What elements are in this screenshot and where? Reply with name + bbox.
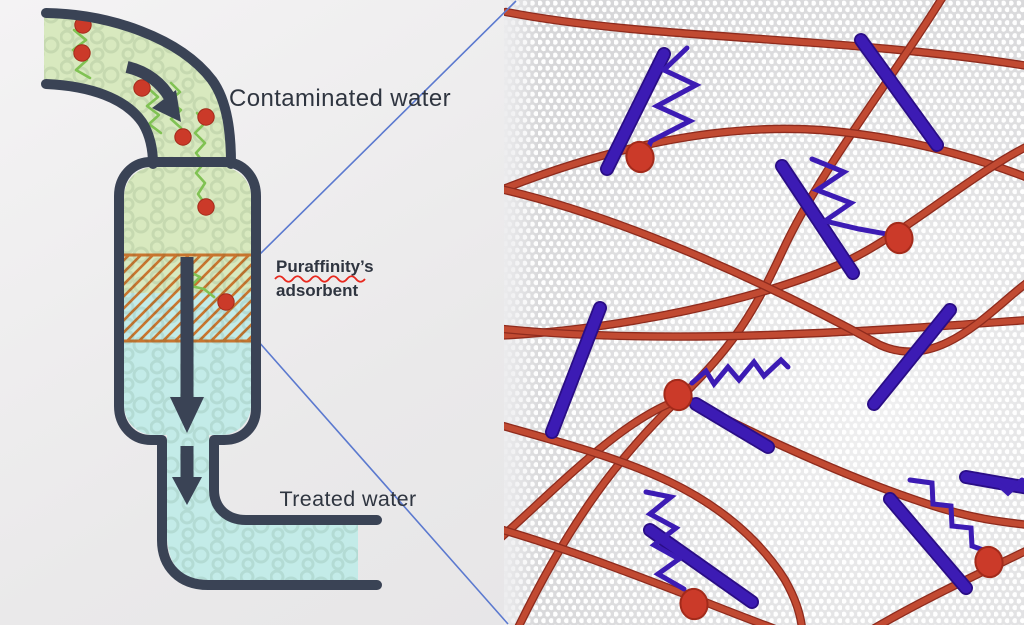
outlet-flow-arrow-head: [172, 477, 202, 505]
polymer-fiber: [874, 548, 1024, 625]
contaminant-dot: [73, 44, 91, 62]
contaminated-water-label: Contaminated water: [229, 85, 451, 112]
adsorbent-rod: [960, 471, 1024, 493]
functional-group-zigzag: [907, 477, 989, 554]
treated-water-label: Treated water: [279, 487, 416, 511]
inlet-flow-arrow-head: [152, 90, 181, 122]
adsorbent-rod: [546, 302, 606, 438]
polymer-fiber: [516, 0, 945, 625]
spellcheck-underline: [274, 275, 366, 283]
adsorbent-rod: [601, 48, 670, 175]
functional-group-zigzag: [809, 156, 895, 238]
adsorbent-rod-layer: [545, 33, 1024, 609]
adsorbent-rod: [868, 304, 956, 410]
captured-contaminant-particle: [974, 545, 1004, 579]
polymer-fiber: [504, 186, 1024, 355]
captured-contaminant-particle: [625, 140, 655, 174]
contaminant-dot: [197, 108, 215, 126]
contaminant-dot: [174, 128, 192, 146]
functional-group-zigzag: [994, 477, 1024, 497]
zoom-connector-bottom: [257, 340, 509, 625]
inlet-pipe-outline-outer: [41, 8, 236, 169]
zoom-connector-top: [257, 0, 517, 257]
adsorbent-rod: [855, 34, 943, 151]
inlet-flow-arrow-shaft: [125, 61, 176, 102]
polymer-fiber: [504, 423, 805, 625]
contaminant-dot: [133, 79, 151, 97]
contaminant-dot-layer: [73, 16, 235, 311]
captured-contaminant-particle: [663, 378, 693, 412]
adsorbent-label-line2: adsorbent: [276, 281, 359, 300]
functional-group-zigzag: [689, 356, 791, 389]
adsorbent-rod: [776, 160, 859, 279]
functional-group-layer: [643, 45, 1024, 592]
panel-highlight: [504, 0, 1024, 625]
captured-contaminant-particle: [884, 221, 914, 255]
polymer-fiber-layer: [504, 0, 1024, 625]
captured-contaminant-layer: [625, 140, 1004, 621]
molecular-zoom-panel: [504, 0, 1024, 625]
polymer-fiber: [504, 125, 1024, 192]
inlet-pipe-outline-inner: [41, 79, 158, 169]
contaminant-dot: [197, 198, 215, 216]
contaminant-dot: [217, 293, 235, 311]
captured-contaminant-particle: [679, 587, 709, 621]
adsorbent-rod: [884, 493, 972, 594]
adsorbent-rod: [690, 398, 774, 453]
functional-group-zigzag: [643, 45, 702, 156]
vessel-flow-arrow-head: [170, 397, 204, 433]
polymer-fiber: [504, 9, 1024, 69]
pfas-molecule-squiggle: [145, 86, 163, 135]
polymer-fiber: [504, 317, 1024, 340]
functional-group-zigzag: [643, 489, 687, 592]
adsorbent-label-line1: Puraffinity’s: [276, 257, 374, 276]
vessel-outline: [114, 157, 382, 590]
adsorbent-rod: [644, 524, 758, 608]
